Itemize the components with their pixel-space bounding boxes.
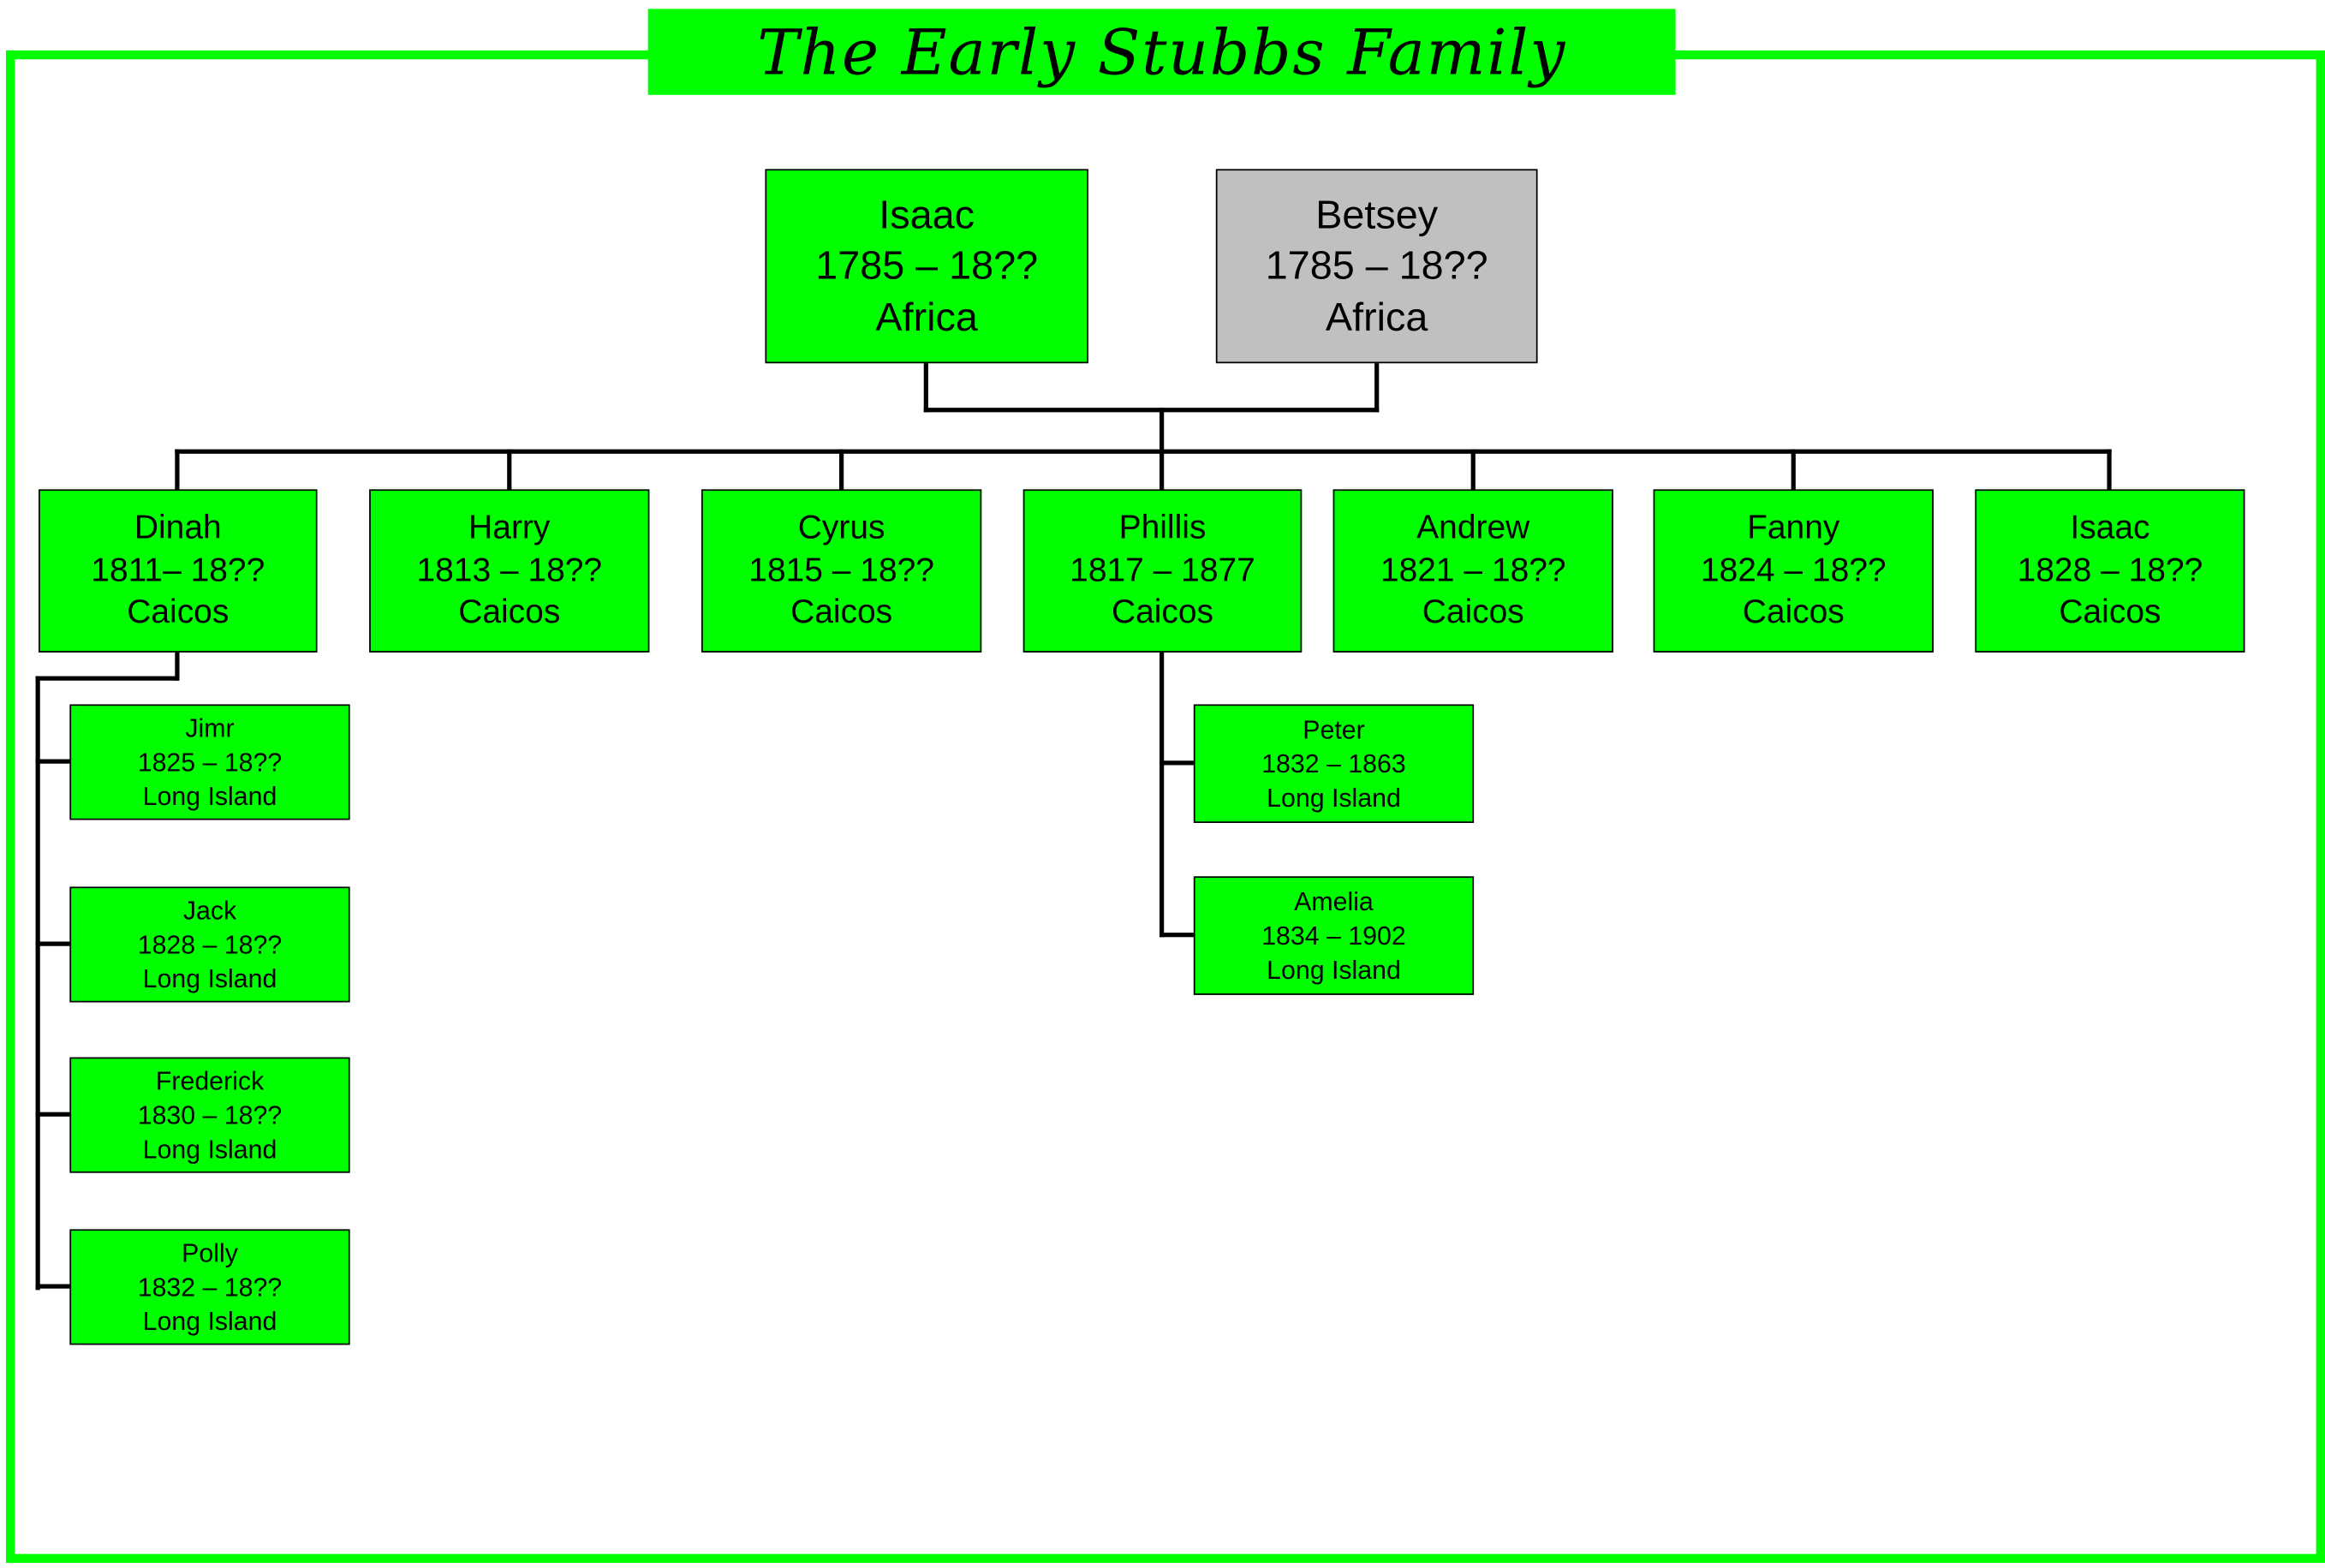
person-name: Harry	[468, 508, 551, 546]
person-dates: 1824 – 18??	[1700, 551, 1887, 588]
person-dates: 1813 – 18??	[416, 551, 603, 588]
person-dates: 1821 – 18??	[1380, 551, 1566, 588]
person-place: Long Island	[1267, 782, 1401, 812]
person-box-phillis: Phillis 1817 – 1877 Caicos	[1022, 489, 1303, 653]
person-place: Caicos	[1422, 593, 1524, 631]
connector-children-bar	[175, 449, 2112, 454]
connector-fanny-drop	[1791, 449, 1796, 492]
person-box-peter: Peter 1832 – 1863 Long Island	[1193, 704, 1475, 823]
person-place: Long Island	[142, 1133, 277, 1164]
person-place: Caicos	[127, 593, 230, 631]
person-dates: 1834 – 1902	[1261, 920, 1406, 951]
person-dates: 1832 – 1863	[1261, 748, 1406, 778]
person-box-harry: Harry 1813 – 18?? Caicos	[369, 489, 650, 653]
connector-peter	[1160, 760, 1195, 766]
person-place: Caicos	[2059, 593, 2161, 631]
person-box-frederick: Frederick 1830 – 18?? Long Island	[69, 1057, 350, 1173]
person-dates: 1825 – 18??	[137, 746, 283, 777]
connector-couple	[923, 408, 1380, 413]
person-place: Caicos	[1742, 593, 1845, 631]
person-name: Frederick	[155, 1065, 265, 1095]
person-box-betsey: Betsey 1785 – 18?? Africa	[1215, 169, 1538, 364]
person-name: Dinah	[134, 508, 222, 546]
connector-polly	[35, 1284, 72, 1289]
person-name: Jack	[182, 894, 237, 925]
connector-jimr	[35, 759, 72, 764]
person-name: Fanny	[1747, 508, 1840, 546]
page-title: The Early Stubbs Family	[757, 15, 1567, 89]
connector-phillis-trunk	[1160, 651, 1165, 938]
person-box-fanny: Fanny 1824 – 18?? Caicos	[1653, 489, 1934, 653]
person-box-isaac-jr: Isaac 1828 – 18?? Caicos	[1975, 489, 2245, 653]
connector-phillis-drop	[1160, 449, 1165, 492]
page-frame	[5, 50, 2325, 1564]
person-dates: 1832 – 18??	[137, 1271, 283, 1302]
person-box-amelia: Amelia 1834 – 1902 Long Island	[1193, 876, 1475, 995]
connector-jack	[35, 941, 72, 946]
connector-amelia	[1160, 933, 1195, 938]
person-name: Jimr	[185, 712, 235, 742]
connector-dinah-trunk	[35, 676, 40, 1291]
person-place: Caicos	[458, 593, 561, 631]
person-place: Caicos	[1111, 593, 1214, 631]
connector-dinah-elbow	[35, 676, 180, 681]
person-name: Andrew	[1416, 508, 1530, 546]
person-box-jimr: Jimr 1825 – 18?? Long Island	[69, 704, 350, 820]
person-box-polly: Polly 1832 – 18?? Long Island	[69, 1229, 350, 1345]
person-place: Caicos	[790, 593, 893, 631]
person-dates: 1817 – 1877	[1070, 551, 1255, 588]
person-dates: 1785 – 18??	[1265, 243, 1488, 289]
person-place: Africa	[1325, 295, 1428, 340]
connector-dinah-drop	[175, 449, 180, 492]
person-dates: 1811– 18??	[91, 551, 265, 588]
person-name: Phillis	[1118, 508, 1207, 546]
person-box-andrew: Andrew 1821 – 18?? Caicos	[1332, 489, 1613, 653]
connector-betsey-down	[1374, 361, 1380, 413]
person-place: Long Island	[142, 780, 277, 811]
connector-harry-drop	[507, 449, 512, 492]
person-name: Polly	[182, 1237, 238, 1267]
connector-frederick	[35, 1112, 72, 1117]
person-dates: 1785 – 18??	[815, 243, 1039, 289]
person-box-dinah: Dinah 1811– 18?? Caicos	[39, 489, 318, 653]
person-place: Africa	[875, 295, 978, 340]
person-name: Amelia	[1294, 885, 1374, 916]
person-dates: 1815 – 18??	[748, 551, 934, 588]
connector-andrew-drop	[1470, 449, 1475, 492]
person-box-isaac: Isaac 1785 – 18?? Africa	[765, 169, 1088, 364]
person-name: Cyrus	[797, 508, 885, 546]
connector-isaac-down	[923, 361, 928, 413]
person-dates: 1828 – 18??	[137, 928, 283, 959]
connector-isaac-jr-drop	[2107, 449, 2112, 492]
person-dates: 1828 – 18??	[2017, 551, 2203, 588]
person-name: Betsey	[1315, 192, 1439, 237]
connector-couple-to-children	[1160, 408, 1165, 454]
connector-cyrus-drop	[839, 449, 844, 492]
person-box-jack: Jack 1828 – 18?? Long Island	[69, 886, 350, 1003]
person-place: Long Island	[142, 1305, 277, 1336]
person-place: Long Island	[1267, 954, 1401, 984]
person-name: Peter	[1303, 713, 1365, 744]
connector-dinah-down	[175, 651, 180, 681]
person-box-cyrus: Cyrus 1815 – 18?? Caicos	[700, 489, 982, 653]
person-name: Isaac	[2070, 508, 2150, 546]
title-banner: The Early Stubbs Family	[647, 9, 1676, 95]
person-dates: 1830 – 18??	[137, 1099, 283, 1130]
person-place: Long Island	[142, 963, 277, 993]
person-name: Isaac	[879, 192, 975, 237]
